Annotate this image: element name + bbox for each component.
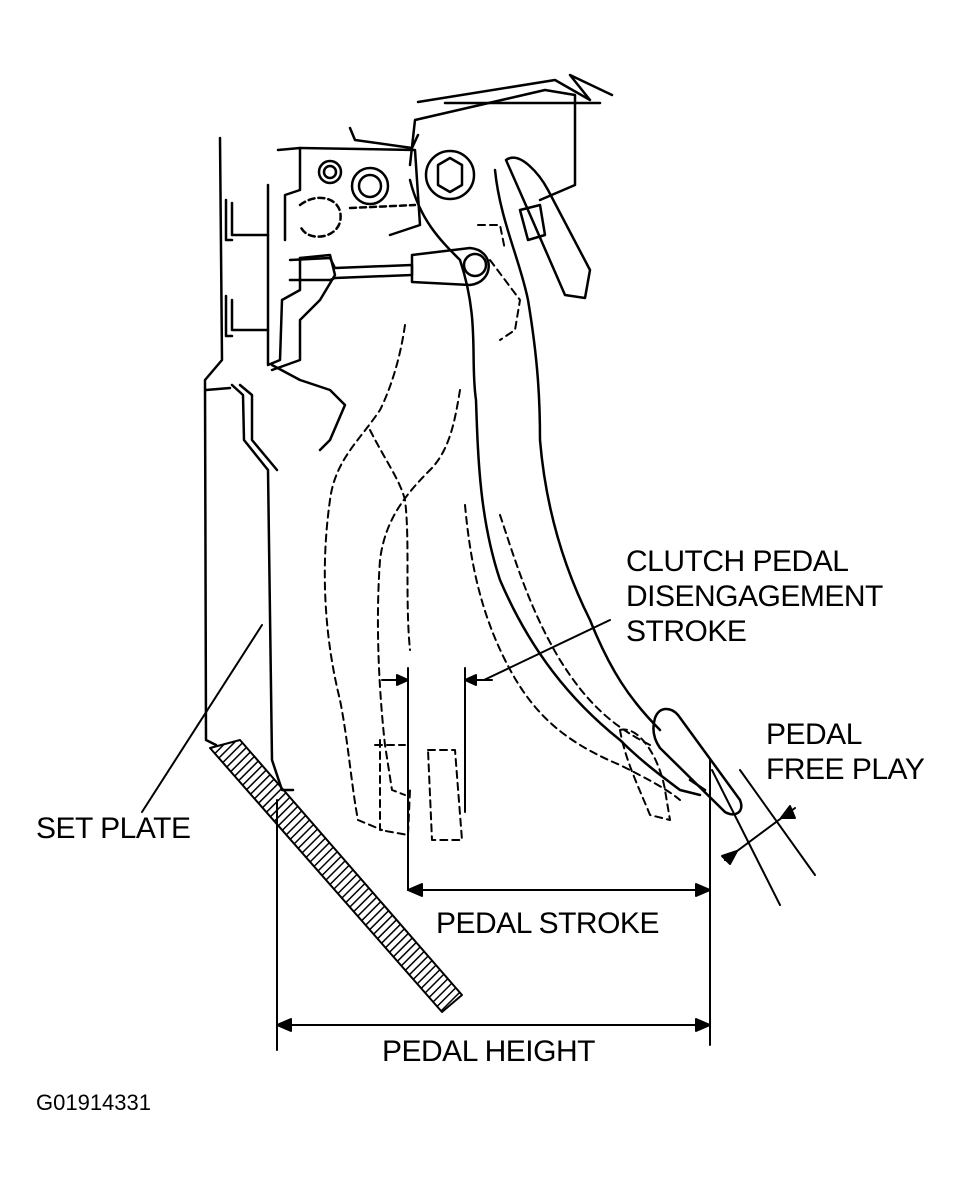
dashed-pedal-positions <box>323 224 681 841</box>
set-plate <box>209 383 463 1013</box>
pedal-stroke-label: PEDAL STROKE <box>436 907 659 940</box>
pedal-height-label: PEDAL HEIGHT <box>382 1035 595 1068</box>
clutch-pedal-stroke-label-line-3: STROKE <box>626 615 747 648</box>
clutch-pedal-stroke-label-line-1: CLUTCH PEDAL <box>626 545 849 578</box>
pedal-free-play-label-line-1: PEDAL <box>766 718 862 751</box>
pedal-free-play-label-line-2: FREE PLAY <box>766 753 925 786</box>
mounting-bracket <box>203 73 614 747</box>
dimension-lines <box>141 619 816 1051</box>
figure-id: G01914331 <box>36 1090 151 1115</box>
set-plate-label: SET PLATE <box>36 812 191 845</box>
clutch-pedal-arm <box>288 88 743 816</box>
clutch-pedal-stroke-label-line-2: DISENGAGEMENT <box>626 580 883 613</box>
